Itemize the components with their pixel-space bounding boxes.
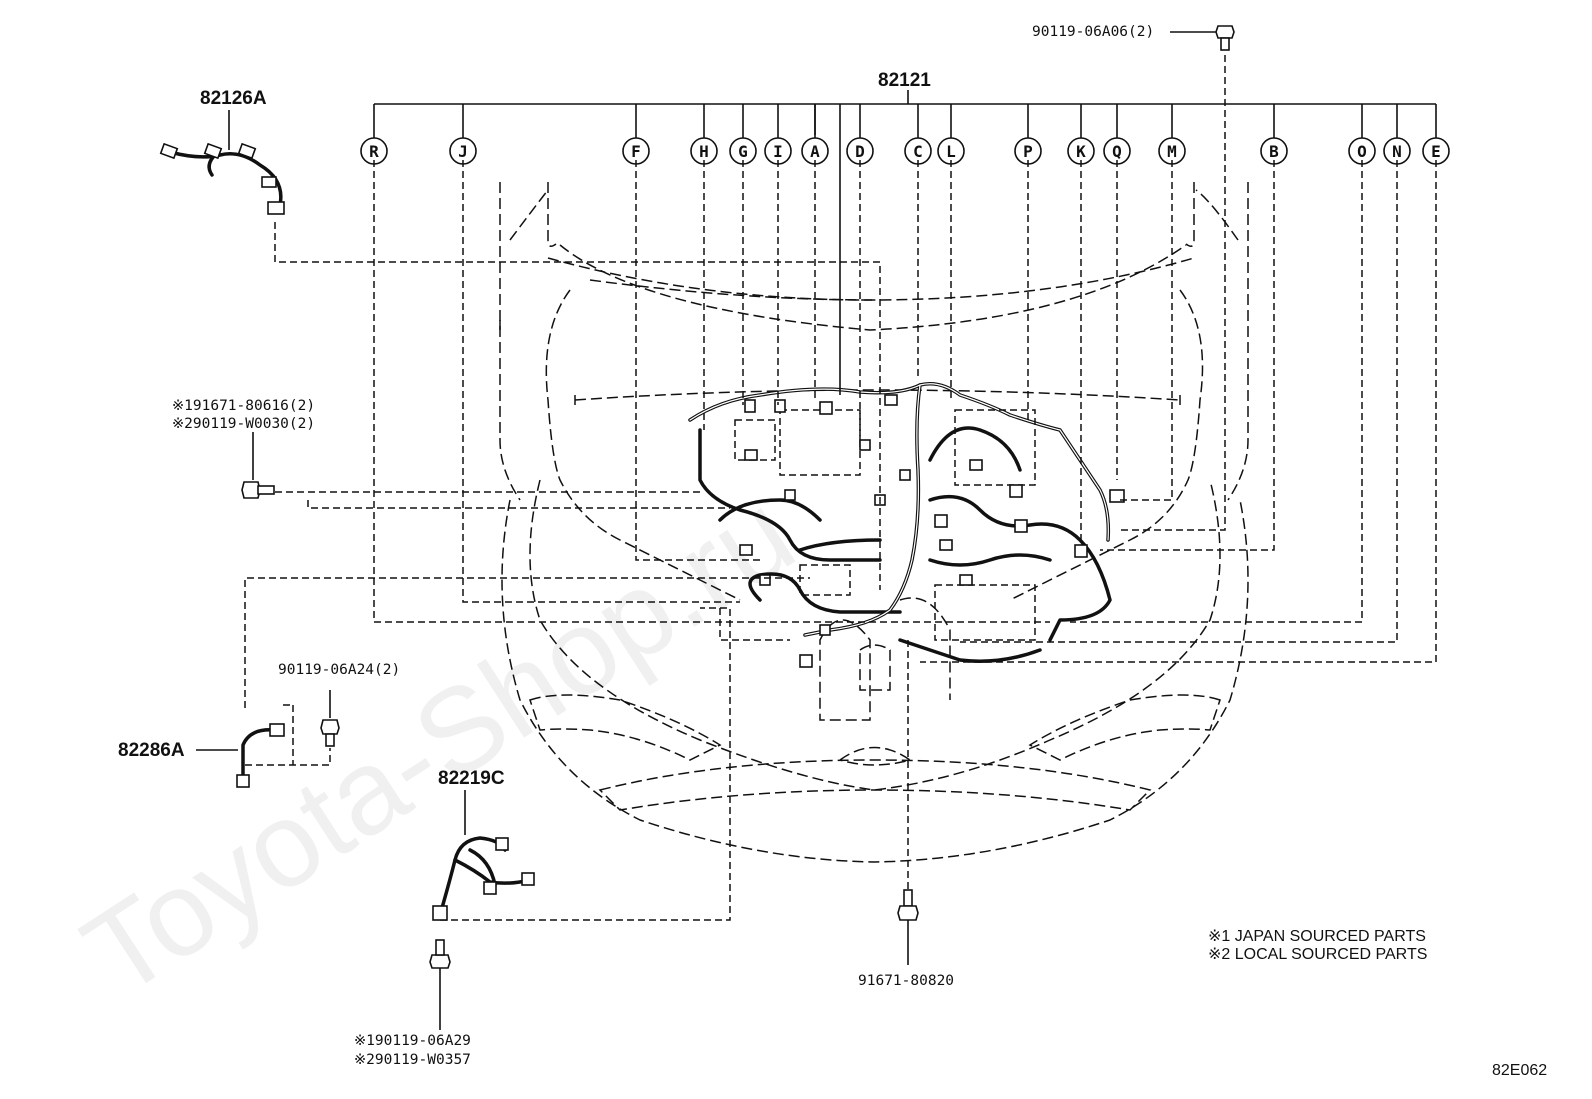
part-number-82126a: 82126A bbox=[200, 88, 267, 109]
bolt-91671-80820 bbox=[897, 889, 919, 965]
part-number-82121: 82121 bbox=[878, 70, 931, 91]
connector-label-c: C bbox=[913, 142, 923, 161]
connector-label-m: M bbox=[1167, 142, 1177, 161]
connector-label-f: F bbox=[631, 142, 641, 161]
bolt-left bbox=[241, 432, 275, 499]
part-number-bolt-left-1: ※191671-80616(2) bbox=[172, 398, 315, 414]
connector-label-k: K bbox=[1076, 142, 1086, 161]
note-local-sourced: ※2 LOCAL SOURCED PARTS bbox=[1208, 946, 1427, 963]
connector-label-d: D bbox=[855, 142, 865, 161]
connector-label-a: A bbox=[810, 142, 820, 161]
part-number-bolt-bottom: 91671-80820 bbox=[858, 973, 954, 989]
engine-harness bbox=[688, 382, 1125, 668]
harness-82126a bbox=[159, 110, 285, 215]
connector-label-h: H bbox=[699, 142, 709, 161]
connector-label-o: O bbox=[1357, 142, 1367, 161]
part-number-82219c: 82219C bbox=[438, 768, 505, 789]
connector-label-l: L bbox=[946, 142, 956, 161]
connector-label-r: R bbox=[369, 142, 379, 161]
connector-label-g: G bbox=[738, 142, 748, 161]
note-japan-sourced: ※1 JAPAN SOURCED PARTS bbox=[1208, 928, 1426, 945]
leader-lines bbox=[244, 55, 1437, 921]
harness-82286a bbox=[196, 690, 340, 788]
connector-label-q: Q bbox=[1112, 142, 1122, 161]
bolt-90119-06a06 bbox=[1170, 25, 1235, 51]
main-bracket bbox=[374, 90, 1436, 105]
connector-label-b: B bbox=[1269, 142, 1279, 161]
part-number-bolt-top: 90119-06A06(2) bbox=[1032, 24, 1154, 40]
part-number-bolt-82286a: 90119-06A24(2) bbox=[278, 662, 400, 678]
part-number-bolt-82219c-2: ※290119-W0357 bbox=[354, 1052, 471, 1068]
connector-label-n: N bbox=[1392, 142, 1402, 161]
connector-label-e: E bbox=[1431, 142, 1441, 161]
connector-label-p: P bbox=[1023, 142, 1033, 161]
connector-label-i: I bbox=[773, 142, 783, 161]
connector-label-j: J bbox=[458, 142, 468, 161]
part-number-bolt-82219c-1: ※190119-06A29 bbox=[354, 1033, 471, 1049]
part-number-bolt-left-2: ※290119-W0030(2) bbox=[172, 416, 315, 432]
harness-82219c bbox=[429, 790, 535, 1030]
vehicle-outline bbox=[499, 182, 1249, 863]
part-number-82286a: 82286A bbox=[118, 740, 185, 761]
diagram-code: 82E062 bbox=[1492, 1062, 1547, 1079]
